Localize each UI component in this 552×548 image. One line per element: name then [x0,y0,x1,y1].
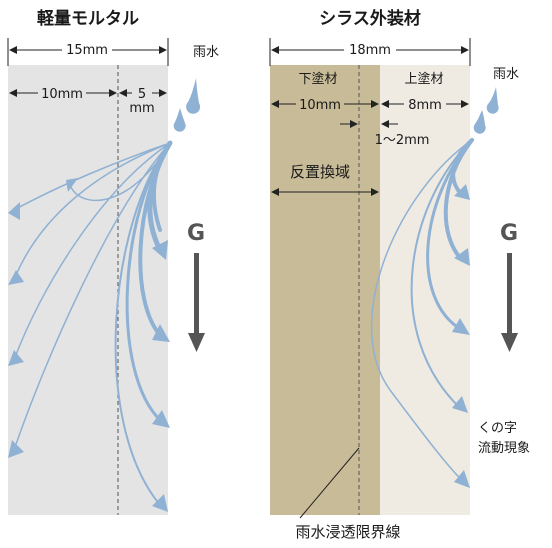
boundary-leader-line [299,447,360,519]
right-total-bg [344,40,396,58]
left-gravity-head [188,333,205,352]
left-arrowheads [8,178,170,512]
left-head-6 [152,494,168,512]
under-coat-dim-bg [296,96,344,112]
right-arrow-1 [370,139,473,484]
gap-label: 1〜2mm [375,133,430,148]
left-arrow-7 [125,141,172,422]
right-arrow-5 [451,138,474,197]
left-arrow-10 [152,141,172,232]
left-inner-bg [38,85,86,101]
left-inner-width: 10mm [41,87,83,102]
right-flow-arrows [370,138,474,484]
left-total-width: 15mm [66,43,108,58]
right-arrowheads [452,184,470,488]
right-total-width: 18mm [349,43,391,58]
right-head-1 [454,470,470,488]
left-head-5 [66,178,78,192]
under-coat-layer [270,65,380,515]
left-head-4 [8,440,24,458]
right-arrow-4 [443,138,474,262]
right-head-3 [452,318,470,335]
left-gap-num: 5 [138,87,146,102]
left-head-3 [8,350,24,366]
left-gap-unit: mm [129,101,154,116]
right-title: シラス外装材 [319,8,421,29]
left-gravity-shaft [194,253,199,335]
left-head-1 [8,202,20,220]
left-gravity-label: G [187,221,205,246]
top-coat-dim-bg [404,96,446,112]
flow-label-line1: くの字 [478,421,517,436]
left-panel: 軽量モルタル 15mm 10mm 5 mm 雨水 [7,8,219,515]
left-rain-label: 雨水 [193,45,219,60]
left-head-8 [152,324,170,342]
top-coat-label: 上塗材 [404,71,443,87]
left-head-9 [152,240,168,260]
left-gap-bg [132,86,152,114]
right-gravity-label: G [500,221,518,246]
right-raindrop-2 [473,110,486,134]
replacement-zone-label: 反置換域 [290,163,350,181]
left-head-7 [152,410,170,428]
right-panel: シラス外装材 18mm 下塗材 上塗材 10mm 8mm 1〜2mm 反置換域 … [269,8,530,541]
right-gravity-shaft [507,253,512,335]
right-head-2 [452,396,468,413]
flow-label-line2: 流動現象 [478,441,530,456]
left-raindrop-1 [186,78,201,114]
left-arrow-3 [13,142,171,361]
left-total-bg [62,40,112,58]
right-head-4 [454,248,470,266]
right-head-5 [454,184,470,200]
right-gravity-head [501,333,518,352]
top-coat-width: 8mm [408,98,442,113]
left-title: 軽量モルタル [37,8,139,29]
right-arrow-2 [410,139,473,409]
under-coat-width: 10mm [299,98,341,113]
boundary-label: 雨水浸透限界線 [295,523,400,541]
left-arrow-2 [13,142,171,281]
under-coat-label: 下塗材 [298,71,337,87]
right-raindrop-1 [486,87,499,114]
left-arrow-1 [13,142,171,211]
top-coat-layer [380,65,470,515]
right-rain-label: 雨水 [493,67,519,82]
left-raindrop-2 [173,108,186,132]
left-flow-arrows [13,140,173,506]
left-head-2 [8,270,24,285]
